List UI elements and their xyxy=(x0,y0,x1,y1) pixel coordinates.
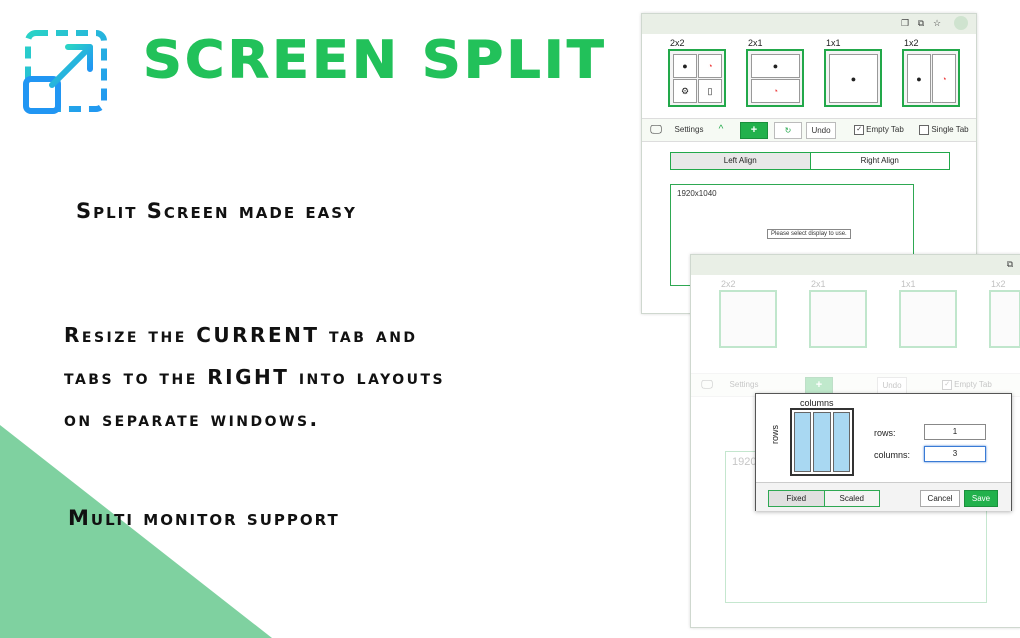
layout-2x1[interactable]: 2x1 xyxy=(807,279,867,348)
right-align-button[interactable]: Right Align xyxy=(860,156,899,165)
layout-label: 2x2 xyxy=(721,279,736,289)
desc-line-1: Resize the CURRENT tab and xyxy=(64,323,418,347)
layout-label: 1x2 xyxy=(991,279,1006,289)
github-icon: ● xyxy=(751,54,800,78)
cancel-button[interactable]: Cancel xyxy=(920,490,960,507)
scaled-button[interactable]: Scaled xyxy=(839,494,864,503)
desc-line-3: on separate windows. xyxy=(64,407,320,431)
columns-label: columns: xyxy=(874,450,911,460)
chevron-up-icon[interactable]: ^ xyxy=(718,124,724,135)
columns-title: columns xyxy=(800,398,834,408)
layout-preview xyxy=(809,290,867,348)
columns-input[interactable]: 3 xyxy=(924,446,986,462)
layout-label: 1x2 xyxy=(904,38,919,48)
checkbox-checked-icon: ✓ xyxy=(854,124,865,135)
checkbox-checked-icon: ✓ xyxy=(942,379,953,390)
layout-label: 2x2 xyxy=(670,38,685,48)
chrome-icon: ◔ xyxy=(751,79,800,103)
layout-1x2[interactable]: 1x2 ● ◔ xyxy=(900,38,960,107)
layout-preview xyxy=(899,290,957,348)
layout-1x1[interactable]: 1x1 ● xyxy=(822,38,882,107)
multi-monitor-text: Multi monitor support xyxy=(68,506,340,530)
layout-preview: ● xyxy=(824,49,882,107)
grid-column xyxy=(813,412,831,472)
brand-title: SCREEN SPLIT xyxy=(143,30,607,91)
dialog-footer: Fixed Scaled Cancel Save xyxy=(756,482,1011,511)
rows-title: rows xyxy=(770,424,780,444)
refresh-icon[interactable]: ↻ xyxy=(774,122,802,139)
grid-preview xyxy=(790,408,854,476)
empty-tab-checkbox[interactable]: ✓Empty Tab xyxy=(935,377,999,392)
github-icon: ● xyxy=(673,54,697,78)
layout-label: 2x1 xyxy=(811,279,826,289)
add-button[interactable]: + xyxy=(805,377,833,394)
layout-preview: ● ◔ xyxy=(746,49,804,107)
layout-presets: 2x2 ● ◔ ⚙ ▯ 2x1 ● ◔ 1x1 ● 1x2 ● xyxy=(642,36,976,114)
layout-1x2[interactable]: 1x2 xyxy=(987,279,1020,348)
settings-icon: ⚙ xyxy=(673,79,697,103)
layout-2x1[interactable]: 2x1 ● ◔ xyxy=(744,38,804,107)
monitor-icon[interactable]: 🖵 xyxy=(650,122,662,136)
layout-label: 2x1 xyxy=(748,38,763,48)
display-resolution: 1920x1040 xyxy=(677,189,717,198)
translate-icon: ⧉ xyxy=(917,18,925,28)
grid-settings-dialog: columns rows rows: 1 columns: 3 Fixed Sc… xyxy=(755,393,1012,511)
sizing-toggle: Fixed Scaled xyxy=(768,490,880,507)
layout-1x1[interactable]: 1x1 xyxy=(897,279,957,348)
extension-icon[interactable] xyxy=(954,16,968,30)
layout-preview xyxy=(989,290,1020,348)
layout-preview xyxy=(719,290,777,348)
layout-2x2[interactable]: 2x2 xyxy=(717,279,777,348)
select-display-message: Please select display to use. xyxy=(767,229,851,239)
save-button[interactable]: Save xyxy=(964,490,998,507)
grid-column xyxy=(794,412,812,472)
display-resolution: 1920 xyxy=(732,456,757,468)
tagline: Split Screen made easy xyxy=(76,199,357,223)
browser-toolbar: ⧉ xyxy=(691,255,1020,275)
translate-icon: ⧉ xyxy=(1006,259,1014,269)
browser-toolbar: ❐ ⧉ ☆ xyxy=(642,14,976,34)
left-align-button[interactable]: Left Align xyxy=(671,153,811,169)
desc-line-2: tabs to the RIGHT into layouts xyxy=(64,365,446,389)
window-icon: ❐ xyxy=(900,18,910,28)
layout-preview: ● ◔ ⚙ ▯ xyxy=(668,49,726,107)
undo-button[interactable]: Undo xyxy=(806,122,836,139)
single-tab-checkbox[interactable]: Single Tab xyxy=(916,122,972,137)
add-button[interactable]: + xyxy=(740,122,768,139)
rows-input[interactable]: 1 xyxy=(924,424,986,440)
fixed-button[interactable]: Fixed xyxy=(769,491,825,506)
chrome-icon: ◔ xyxy=(932,54,956,103)
monitor-icon[interactable]: 🖵 xyxy=(701,377,713,391)
settings-button[interactable]: Settings xyxy=(674,125,704,134)
github-icon: ● xyxy=(829,54,878,103)
rows-label: rows: xyxy=(874,428,896,438)
layout-presets: 2x2 2x1 1x1 1x2 xyxy=(691,277,1020,355)
settings-button[interactable]: Settings xyxy=(729,380,759,389)
document-icon: ▯ xyxy=(698,79,722,103)
github-icon: ● xyxy=(907,54,931,103)
checkbox-empty-icon xyxy=(919,124,930,135)
grid-dialog-screenshot: ⧉ 2x2 2x1 1x1 1x2 🖵 Settings + xyxy=(690,254,1020,628)
layout-label: 1x1 xyxy=(826,38,841,48)
undo-button[interactable]: Undo xyxy=(877,377,907,394)
star-icon: ☆ xyxy=(932,18,942,28)
layout-preview: ● ◔ xyxy=(902,49,960,107)
empty-tab-checkbox[interactable]: ✓Empty Tab xyxy=(850,122,908,137)
layout-2x2[interactable]: 2x2 ● ◔ ⚙ ▯ xyxy=(666,38,726,107)
single-tab-label: Single Tab xyxy=(931,125,969,134)
layout-label: 1x1 xyxy=(901,279,916,289)
align-toggle: Left Align Right Align xyxy=(670,152,950,170)
chrome-icon: ◔ xyxy=(698,54,722,78)
panel-toolbar: 🖵 Settings ^ + ↻ Undo ✓Empty Tab Single … xyxy=(642,118,976,142)
empty-tab-label: Empty Tab xyxy=(954,380,992,389)
expand-arrow-logo-icon xyxy=(23,30,107,114)
grid-column xyxy=(832,412,850,472)
feature-description: Resize the CURRENT tab and tabs to the R… xyxy=(64,314,654,440)
empty-tab-label: Empty Tab xyxy=(866,125,904,134)
